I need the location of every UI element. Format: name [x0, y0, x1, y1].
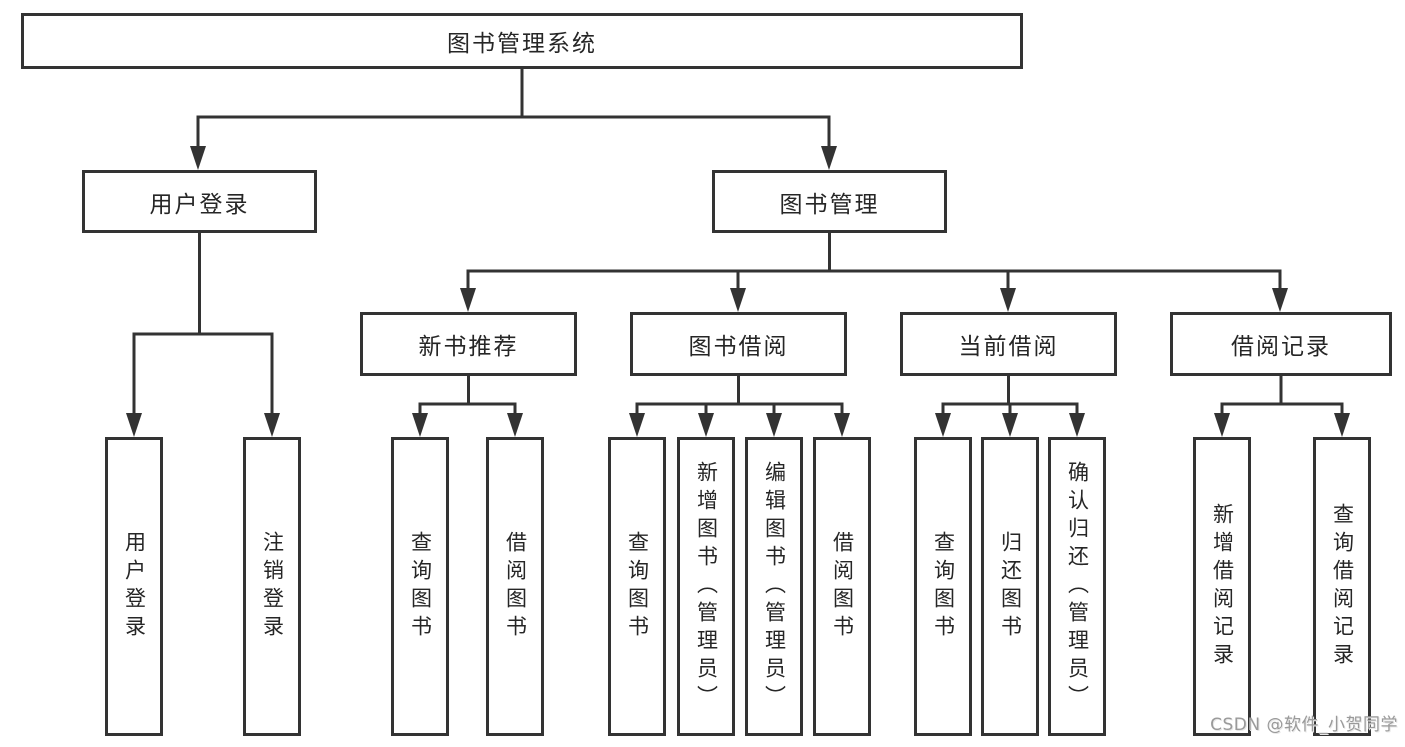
leaf-borrow-books-borrowing-label: 借阅图书	[830, 530, 855, 643]
leaf-query-books-recommend-label: 查询图书	[408, 530, 433, 643]
leaf-add-book-admin: 新增图书（管理员）	[677, 437, 735, 736]
leaf-query-borrow-record: 查询借阅记录	[1313, 437, 1371, 736]
leaf-add-borrow-record-label: 新增借阅记录	[1210, 502, 1235, 671]
node-current-borrowing: 当前借阅	[900, 312, 1117, 376]
watermark: CSDN @软件_小贺同学	[1210, 715, 1398, 735]
leaf-user-login-label: 用户登录	[122, 530, 147, 643]
leaf-logout: 注销登录	[243, 437, 301, 736]
leaf-edit-book-admin-label: 编辑图书（管理员）	[762, 460, 787, 713]
leaf-add-borrow-record: 新增借阅记录	[1193, 437, 1251, 736]
leaf-query-books-borrowing: 查询图书	[608, 437, 666, 736]
leaf-confirm-return-admin-label: 确认归还（管理员）	[1065, 460, 1090, 713]
leaf-query-books-recommend: 查询图书	[391, 437, 449, 736]
leaf-return-books-label: 归还图书	[998, 530, 1023, 643]
node-book-management: 图书管理	[712, 170, 947, 233]
node-borrowing-records: 借阅记录	[1170, 312, 1392, 376]
leaf-borrow-books-recommend: 借阅图书	[486, 437, 544, 736]
leaf-query-books-borrowing-label: 查询图书	[625, 530, 650, 643]
leaf-logout-label: 注销登录	[260, 530, 285, 643]
node-new-book-recommendation: 新书推荐	[360, 312, 577, 376]
leaf-query-books-current-label: 查询图书	[931, 530, 956, 643]
leaf-query-borrow-record-label: 查询借阅记录	[1330, 502, 1355, 671]
node-user-login: 用户登录	[82, 170, 317, 233]
leaf-user-login: 用户登录	[105, 437, 163, 736]
node-book-borrowing: 图书借阅	[630, 312, 847, 376]
leaf-confirm-return-admin: 确认归还（管理员）	[1048, 437, 1106, 736]
leaf-add-book-admin-label: 新增图书（管理员）	[694, 460, 719, 713]
leaf-return-books: 归还图书	[981, 437, 1039, 736]
leaf-borrow-books-recommend-label: 借阅图书	[503, 530, 528, 643]
node-library-management-system: 图书管理系统	[21, 13, 1023, 69]
leaf-query-books-current: 查询图书	[914, 437, 972, 736]
leaf-edit-book-admin: 编辑图书（管理员）	[745, 437, 803, 736]
arrowheads	[126, 146, 1350, 437]
leaf-borrow-books-borrowing: 借阅图书	[813, 437, 871, 736]
